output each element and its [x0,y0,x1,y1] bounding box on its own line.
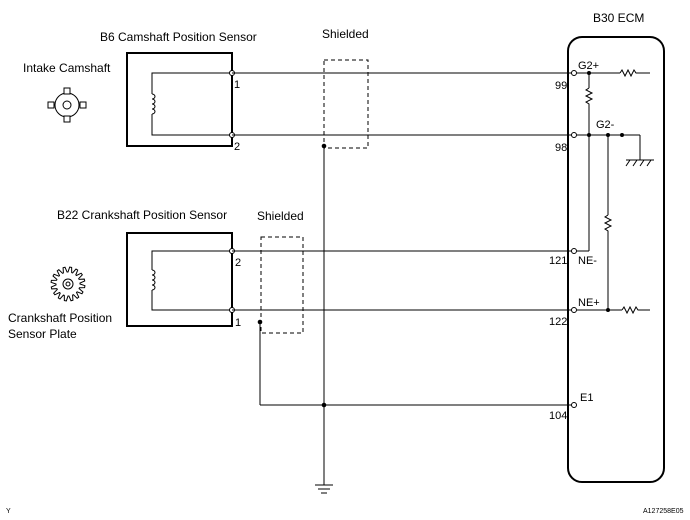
ecm-label: B30 ECM [593,11,644,25]
ecm-resistor-vertical-ne [603,214,613,310]
crankshaft-coil-icon [151,269,156,291]
crankshaft-shield: Shielded [257,209,304,334]
camshaft-pin1-label: 1 [234,79,240,91]
crankshaft-plate-label-line1: Crankshaft Position [8,311,112,325]
ecm-pin-num-ne-plus: 122 [549,316,567,328]
ecm-pin-ne-plus [571,307,577,313]
camshaft-shield-label: Shielded [322,27,369,41]
ecm-internal-circuit: 99 G2+ 98 G2- 121 NE- 122 NE+ 104 E1 [549,60,654,422]
ecm-resistor-vertical-g2 [584,87,594,135]
wiring-harness [232,72,574,494]
camshaft-shield-box [323,59,369,149]
camshaft-shield: Shielded [322,27,369,149]
ecm-pin-num-ne-minus: 121 [549,255,567,267]
crankshaft-pin1-label: 1 [235,317,241,329]
ecm-pin-num-g2-minus: 98 [555,142,567,154]
crankshaft-sensor-box [126,232,233,327]
intake-camshaft-label: Intake Camshaft [23,61,111,75]
camshaft-coil-icon [151,93,156,115]
camshaft-pin2-label: 2 [234,141,240,153]
crankshaft-sensor-plate-icon [50,266,86,302]
ecm-pin-g2-minus [571,132,577,138]
ecm-resistor-ne-plus [621,305,650,315]
camshaft-sensor-box [126,52,233,147]
ecm-pin-name-g2-plus: G2+ [578,60,599,72]
ecm-pin-name-g2-minus: G2- [596,119,615,131]
ecm-pin-g2-plus [571,70,577,76]
crankshaft-sensor-inner-wiring [151,250,232,311]
ecm-pin-e1 [571,402,577,408]
ecm-box [567,36,665,483]
crankshaft-plate-label-line2: Sensor Plate [8,327,77,341]
crank-shield-drain-junction [257,319,263,325]
ecm-unit: B30 ECM [567,11,665,483]
ecm-pin-ne-minus [571,248,577,254]
cam-shield-drain-junction [321,143,327,149]
crankshaft-sensor-label: B22 Crankshaft Position Sensor [57,208,227,222]
e1-shield-junction [321,402,327,408]
camshaft-sensor-label: B6 Camshaft Position Sensor [100,30,257,44]
camshaft-sensor: B6 Camshaft Position Sensor 1 2 Intake C… [23,30,257,153]
ecm-pin-num-e1: 104 [549,410,567,422]
intake-camshaft-icon [47,87,87,123]
ecm-pin-name-e1: E1 [580,392,593,404]
ecm-pin-name-ne-plus: NE+ [578,297,600,309]
figure-code: A127258E05 [643,508,684,515]
ecm-resistor-g2-plus [619,68,650,78]
crankshaft-shield-box [260,236,304,334]
crankshaft-sensor: B22 Crankshaft Position Sensor 2 1 Crank… [8,208,241,341]
camshaft-sensor-inner-wiring [151,72,232,136]
ecm-pin-num-g2-plus: 99 [555,80,567,92]
ecm-pin-name-ne-minus: NE- [578,255,597,267]
ecm-ground-symbol [625,159,654,167]
crankshaft-shield-label: Shielded [257,209,304,223]
chassis-ground-symbol [315,484,333,494]
crankshaft-pin2-label: 2 [235,257,241,269]
footer-left-mark: Y [6,508,11,515]
